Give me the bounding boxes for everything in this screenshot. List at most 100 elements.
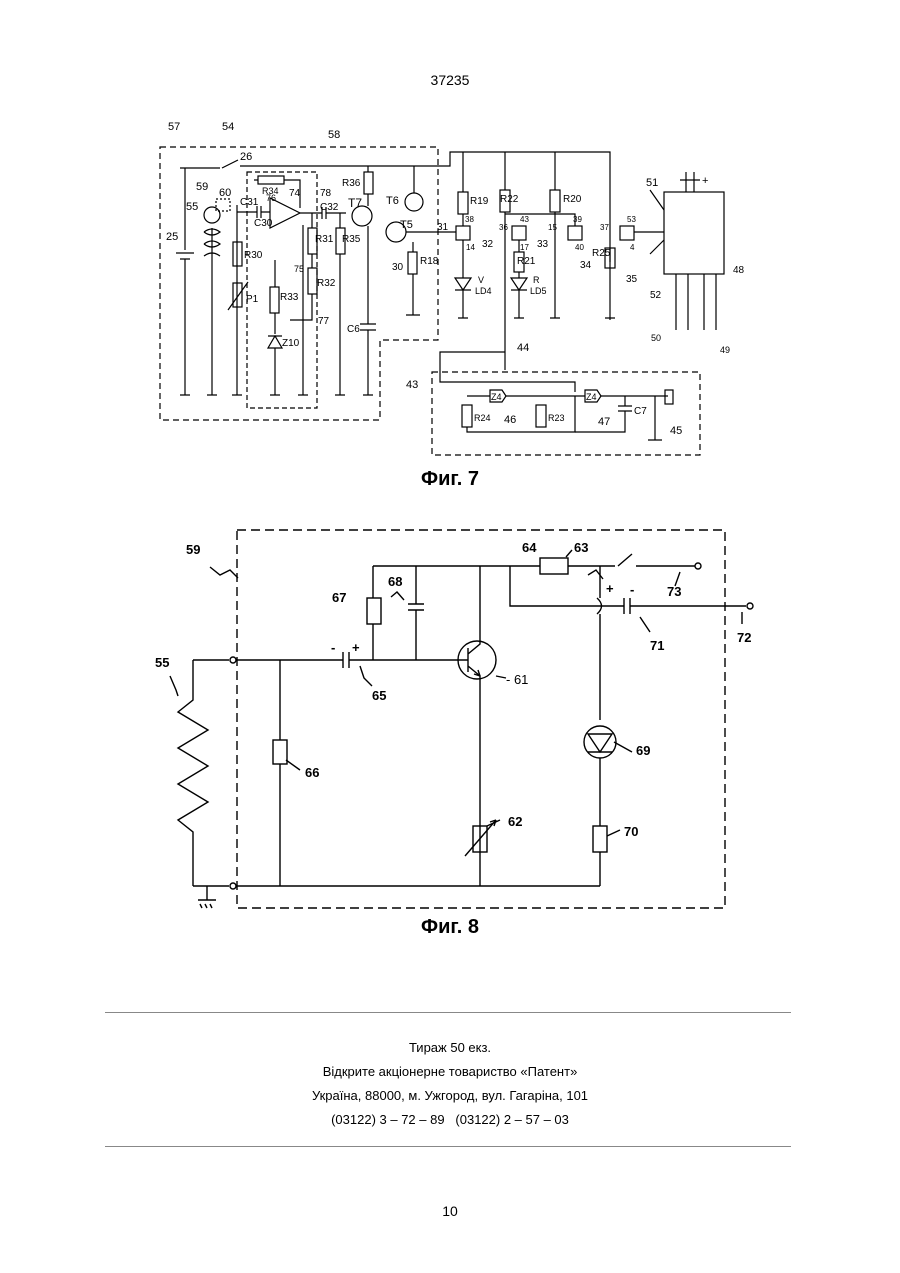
imprint-phones: (03122) 3 – 72 – 89 (03122) 2 – 57 – 03 — [0, 1108, 900, 1132]
label-70: 70 — [624, 824, 638, 839]
label-53: 53 — [627, 215, 636, 224]
divider-bottom — [105, 1146, 791, 1147]
label-55: 55 — [186, 201, 198, 213]
document-number: 37235 — [0, 72, 900, 88]
label-66: 66 — [305, 765, 319, 780]
label-17: 17 — [520, 243, 529, 252]
label-LD4: LD4 — [475, 286, 492, 296]
label-plus: + — [352, 640, 360, 655]
label-55: 55 — [155, 655, 169, 670]
label-69: 69 — [636, 743, 650, 758]
figure-7-caption: Фиг. 7 — [0, 468, 900, 491]
label-36: 36 — [499, 223, 508, 232]
label-R31: R31 — [315, 234, 334, 245]
label-60: 60 — [219, 187, 231, 199]
figure-7-circuit-diagram: 57 54 58 26 59 60 55 25 R 34 76 74 C31 C3… — [0, 105, 900, 470]
label-25: 25 — [166, 231, 178, 243]
label-34: 34 — [580, 260, 592, 271]
label-R23: R23 — [548, 413, 565, 423]
label-44: 44 — [517, 342, 529, 354]
label-R19: R19 — [470, 196, 489, 207]
imprint-circulation: Тираж 50 екз. — [0, 1036, 900, 1060]
label-32: 32 — [482, 239, 494, 250]
label-71: 71 — [650, 638, 664, 653]
label-R24: R24 — [474, 413, 491, 423]
label-43a: 43 — [520, 215, 529, 224]
label-48: 48 — [733, 265, 745, 276]
label-C32: C32 — [320, 202, 339, 213]
label-T5: T5 — [400, 219, 413, 231]
block-59-outline — [237, 530, 725, 908]
label-39: 39 — [573, 215, 582, 224]
label-49: 49 — [720, 345, 730, 355]
label-C7: C7 — [634, 406, 647, 417]
label-67: 67 — [332, 590, 346, 605]
label-64: 64 — [522, 540, 537, 555]
label-58: 58 — [328, 129, 340, 141]
label-V: V — [478, 275, 484, 285]
label-73: 73 — [667, 584, 681, 599]
label-43: 43 — [406, 379, 418, 391]
figure-8-caption: Фиг. 8 — [0, 916, 900, 939]
label-Z4b: Z4 — [586, 392, 597, 402]
label-C6: C6 — [347, 324, 360, 335]
label-R30: R30 — [244, 250, 263, 261]
label-LD5: LD5 — [530, 286, 547, 296]
label-T7: T7 — [348, 196, 362, 210]
label-54: 54 — [222, 121, 234, 133]
label-plus-top: + — [606, 581, 614, 596]
label-77: 77 — [318, 316, 330, 327]
label-15: 15 — [548, 223, 557, 232]
label-R20: R20 — [563, 194, 582, 205]
label-78: 78 — [320, 188, 332, 199]
label-31: 31 — [437, 222, 449, 233]
label-62: 62 — [508, 814, 522, 829]
page-number: 10 — [0, 1203, 900, 1219]
label-26: 26 — [240, 151, 252, 163]
label-minus-top: - — [630, 582, 634, 597]
label-R36: R36 — [342, 178, 361, 189]
label-47: 47 — [598, 416, 610, 428]
label-68: 68 — [388, 574, 402, 589]
label-51: 51 — [646, 177, 658, 189]
label-minus: - — [331, 640, 335, 655]
label-R32: R32 — [317, 278, 336, 289]
imprint-address: Україна, 88000, м. Ужгород, вул. Гагарін… — [0, 1084, 900, 1108]
label-14: 14 — [466, 243, 475, 252]
imprint-block: Тираж 50 екз. Відкрите акціонерне товари… — [0, 1036, 900, 1132]
label-R33: R33 — [280, 292, 299, 303]
label-30: 30 — [392, 262, 404, 273]
label-R25: R25 — [592, 248, 611, 259]
label-4: 4 — [630, 243, 635, 252]
label-R: R — [533, 275, 540, 285]
label-45: 45 — [670, 425, 682, 437]
label-65: 65 — [372, 688, 386, 703]
label-59: 59 — [196, 181, 208, 193]
label-T6: T6 — [386, 195, 399, 207]
label-37: 37 — [600, 223, 609, 232]
label-61: - 61 — [506, 672, 528, 687]
label-38: 38 — [465, 215, 474, 224]
imprint-publisher: Відкрите акціонерне товариство «Патент» — [0, 1060, 900, 1084]
label-35: 35 — [626, 274, 638, 285]
figure-8-circuit-diagram: 59 55 64 63 67 68 + - 73 71 72 - + 65 - … — [0, 525, 900, 920]
label-plus: + — [702, 175, 708, 187]
label-R21: R21 — [517, 256, 536, 267]
label-75: 75 — [294, 264, 304, 274]
label-C31: C31 — [240, 197, 259, 208]
label-R35: R35 — [342, 234, 361, 245]
label-57: 57 — [168, 121, 180, 133]
label-76: 76 — [266, 193, 276, 203]
label-C30: C30 — [254, 218, 273, 229]
label-72: 72 — [737, 630, 751, 645]
label-R22: R22 — [500, 194, 519, 205]
label-52: 52 — [650, 290, 662, 301]
divider-top — [105, 1012, 791, 1013]
label-Z4a: Z4 — [491, 392, 502, 402]
label-Z10: Z10 — [282, 338, 300, 349]
label-50: 50 — [651, 333, 661, 343]
label-46: 46 — [504, 414, 516, 426]
label-74: 74 — [289, 188, 301, 199]
label-63: 63 — [574, 540, 588, 555]
label-40: 40 — [575, 243, 584, 252]
